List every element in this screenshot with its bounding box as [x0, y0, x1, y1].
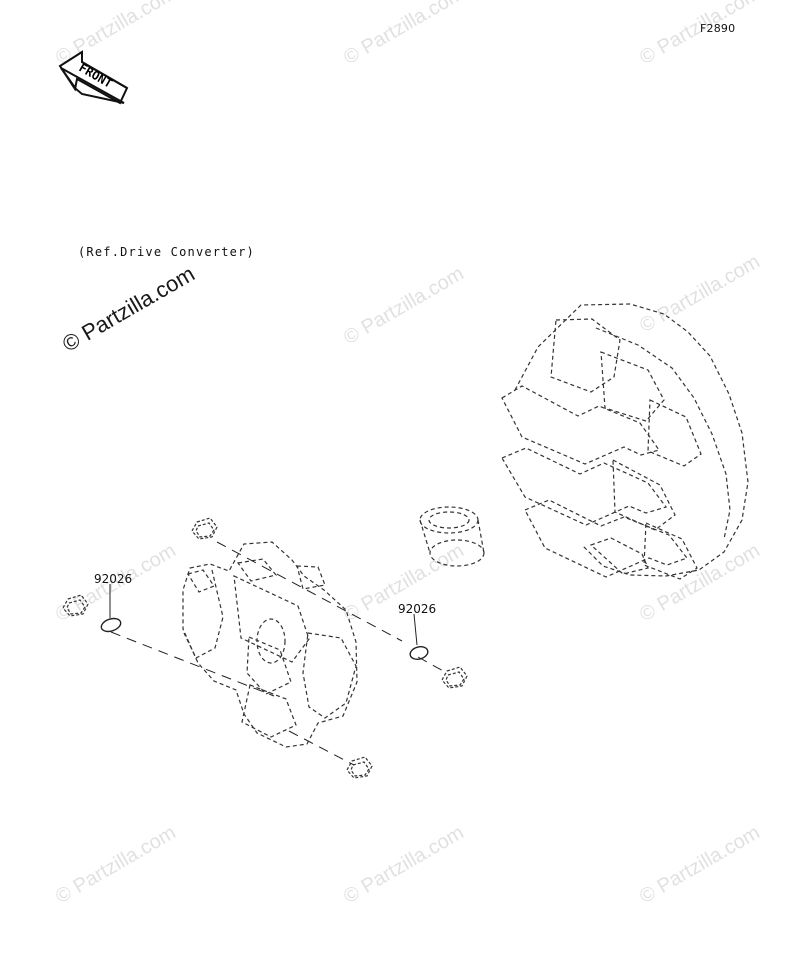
reference-note: (Ref.Drive Converter)	[78, 245, 255, 259]
part-label: 92026	[398, 602, 437, 616]
nut	[346, 756, 373, 779]
o-ring	[100, 617, 429, 660]
leader-lines	[109, 584, 418, 646]
front-arrow-icon: FRONT	[58, 50, 129, 105]
nut	[441, 666, 468, 689]
diagram-code: F2890	[700, 22, 736, 35]
nut	[191, 517, 218, 540]
alignment-lines	[110, 541, 446, 766]
part-label: 92026	[94, 572, 133, 586]
housing-part	[182, 541, 358, 748]
nut	[62, 594, 89, 617]
bushing	[419, 506, 485, 567]
drive-converter	[501, 303, 749, 580]
